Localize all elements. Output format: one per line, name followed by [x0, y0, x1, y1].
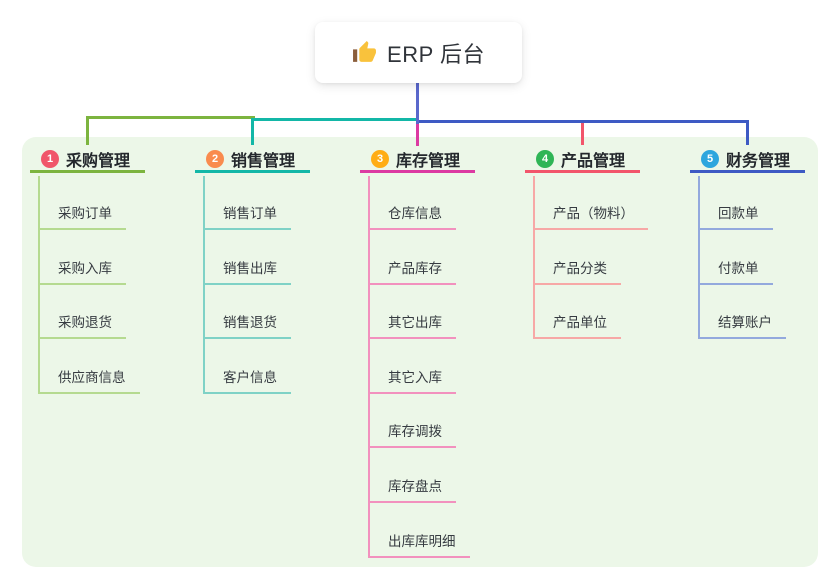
branch-label: 财务管理 — [726, 152, 791, 170]
child-node[interactable]: 产品库存 — [368, 258, 456, 285]
branch-产品管理: 4 产品管理产品（物料） 产品分类产品单位 — [525, 145, 690, 565]
child-node[interactable]: 销售退货 — [203, 312, 291, 340]
branch-node[interactable]: 4 产品管理 — [525, 147, 640, 173]
child-node[interactable]: 其它入库 — [368, 367, 456, 394]
child-node[interactable]: 出库库明细 — [368, 531, 470, 558]
branch-spine-line — [203, 176, 205, 394]
root-node[interactable]: ERP 后台 — [315, 22, 522, 83]
thumbs-up-icon — [353, 41, 376, 62]
branch-spine-line — [698, 176, 700, 340]
child-node[interactable]: 付款单 — [698, 258, 773, 285]
branch-库存管理: 3 库存管理仓库信息产品库存其它出库其它入库库存调拨库存盘点出库库明细 — [360, 145, 525, 565]
child-node[interactable]: 库存盘点 — [368, 476, 456, 503]
child-node[interactable]: 销售订单 — [203, 203, 291, 230]
child-node[interactable]: 采购入库 — [38, 258, 126, 285]
branch-connector-line — [251, 118, 254, 145]
child-node[interactable]: 其它出库 — [368, 312, 456, 340]
child-node[interactable]: 产品（物料） — [533, 203, 648, 230]
branch-connector-line — [746, 120, 749, 145]
child-node[interactable]: 供应商信息 — [38, 367, 140, 394]
branch-number-badge: 3 — [371, 149, 389, 168]
branches-panel — [22, 137, 818, 567]
branch-销售管理: 2 销售管理销售订单销售出库销售退货客户信息 — [195, 145, 360, 565]
branch-number-badge: 2 — [206, 149, 224, 168]
child-node[interactable]: 销售出库 — [203, 258, 291, 285]
child-node[interactable]: 结算账户 — [698, 312, 786, 340]
branch-node[interactable]: 1 采购管理 — [30, 147, 145, 173]
branch-connector-line — [416, 120, 419, 146]
branch-number-badge: 5 — [701, 149, 719, 168]
branch-node[interactable]: 2 销售管理 — [195, 147, 310, 173]
branch-spine-line — [368, 176, 370, 558]
branch-number-badge: 1 — [41, 149, 59, 168]
root-title: ERP 后台 — [387, 41, 485, 67]
child-node[interactable]: 库存调拨 — [368, 421, 456, 449]
branch-node[interactable]: 3 库存管理 — [360, 147, 475, 173]
branch-label: 采购管理 — [66, 152, 131, 170]
branch-node[interactable]: 5 财务管理 — [690, 147, 805, 173]
branch-connector-line — [252, 118, 419, 121]
root-stem-line — [416, 83, 419, 124]
child-node[interactable]: 采购订单 — [38, 203, 126, 230]
branch-spine-line — [533, 176, 535, 340]
branch-采购管理: 1 采购管理采购订单采购入库采购退货供应商信息 — [30, 145, 195, 565]
branch-label: 产品管理 — [561, 152, 626, 170]
branch-connector-line — [86, 116, 89, 145]
child-node[interactable]: 回款单 — [698, 203, 773, 230]
branch-label: 库存管理 — [396, 152, 461, 170]
child-node[interactable]: 客户信息 — [203, 367, 291, 394]
child-node[interactable]: 产品分类 — [533, 258, 621, 285]
branch-connector-line — [87, 116, 255, 119]
child-node[interactable]: 产品单位 — [533, 312, 621, 340]
child-node[interactable]: 仓库信息 — [368, 203, 456, 230]
branch-connector-line — [581, 122, 584, 145]
branch-connector-line — [417, 120, 749, 123]
branch-label: 销售管理 — [231, 152, 296, 170]
branch-number-badge: 4 — [536, 149, 554, 168]
child-node[interactable]: 采购退货 — [38, 312, 126, 340]
branch-spine-line — [38, 176, 40, 394]
branch-财务管理: 5 财务管理回款单付款单结算账户 — [690, 145, 839, 565]
